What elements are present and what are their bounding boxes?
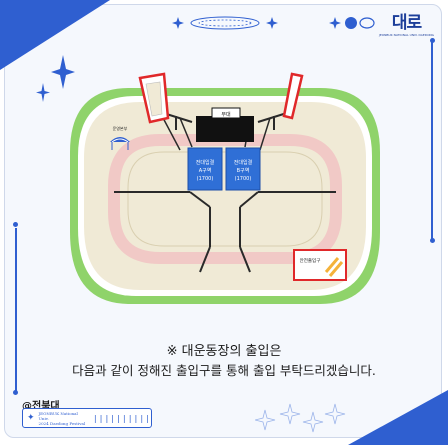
ornament-icon — [172, 16, 278, 30]
section-b — [225, 147, 261, 191]
section-a-line1: 전대입결 — [196, 159, 215, 166]
running-track — [108, 134, 342, 264]
brand-logo: 대로 JEONBUK NATIONAL UNIV. DAEDONG — [329, 8, 434, 37]
section-b-line2: B구역 — [237, 167, 250, 174]
safety-entrance: 안전출입구 — [293, 249, 347, 281]
logo-text: 대로 — [391, 13, 422, 33]
section-b-line3: (1700) — [235, 176, 252, 182]
entrance-gate-left — [138, 72, 170, 124]
sparkle-cluster-icon — [255, 403, 346, 433]
footer-barcode: |||||||||| — [92, 413, 151, 423]
section-a-line3: (1700) — [197, 176, 214, 182]
stage — [196, 116, 254, 142]
footer-line2: 2024 Daedong Festival — [38, 420, 86, 426]
corner-decoration-top-left — [0, 0, 110, 70]
logo-subtext: JEONBUK NATIONAL UNIV. DAEDONG — [379, 33, 434, 37]
section-a — [187, 147, 223, 191]
booth-label: 운영본부 — [113, 125, 128, 131]
footer-line1: JEONBUK National Univ. — [38, 410, 78, 421]
side-dot-left-bottom — [13, 390, 18, 395]
caption-body: 다음과 같이 정해진 출입구를 통해 출입 부탁드리겠습니다. — [72, 363, 376, 378]
corner-decoration-bottom-right — [348, 390, 448, 445]
section-b-line1: 전대입결 — [234, 159, 253, 166]
section-a-line2: A구역 — [199, 167, 212, 174]
side-dot-right-bottom — [430, 238, 435, 243]
side-line-left — [15, 228, 17, 393]
entrance-gate-right — [282, 72, 304, 120]
sparkle-icon — [36, 55, 75, 102]
side-line-right — [431, 40, 433, 240]
stage-label: 무대 — [221, 111, 231, 118]
footer-badge: ✦ JEONBUK National Univ. 2024 Daedong Fe… — [22, 408, 152, 428]
operations-booth-icon: 운영본부 — [110, 125, 130, 150]
caption-title: ※ 대운동장의 출입은 — [166, 344, 282, 359]
side-dot-right-top — [430, 38, 435, 43]
logo-ornament-icon — [329, 16, 375, 29]
safety-entrance-label: 안전출입구 — [300, 257, 321, 264]
account-handle: @전북대 — [22, 401, 60, 412]
stadium-map: 무대 전대입결 A구역 (1700) 전대입결 B구역 (1700) 운영본부 — [70, 72, 380, 304]
star-icon: ✦ — [27, 413, 35, 423]
side-dot-left-top — [13, 222, 18, 227]
